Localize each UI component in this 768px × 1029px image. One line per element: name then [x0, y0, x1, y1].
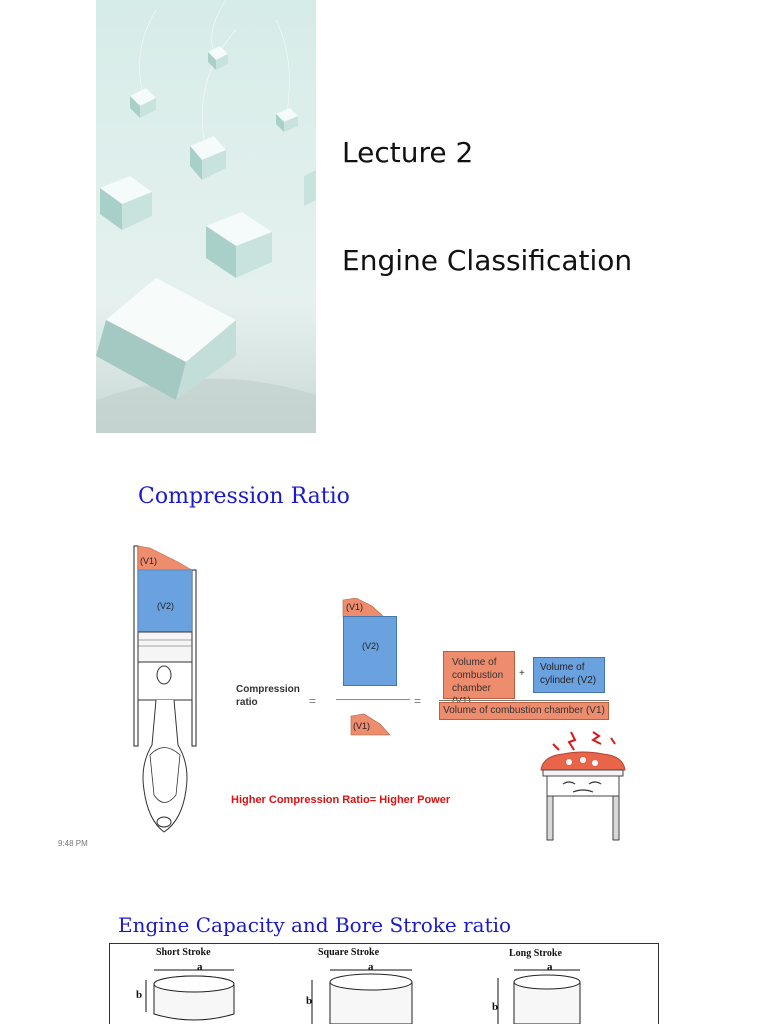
combustion-chamber-volume-box: Volume of combustion chamber (V1): [443, 651, 515, 707]
plus-sign: +: [519, 668, 525, 679]
bore-stroke-diagram-frame: [109, 943, 659, 1024]
engine-capacity-heading: Engine Capacity and Bore Stroke ratio: [118, 913, 512, 937]
timestamp: 9:48 PM: [58, 839, 88, 848]
equals-sign: =: [309, 694, 317, 708]
cylinder-volume-box: Volume of cylinder (V2): [533, 657, 605, 693]
piston-cylinder-diagram: [130, 540, 210, 840]
compression-ratio-label-line1: Compression: [236, 684, 300, 695]
lecture-subtitle: Engine Classification: [342, 244, 633, 277]
piston-v1-label: (V1): [140, 556, 158, 566]
equals-sign-2: =: [414, 694, 422, 708]
compression-ratio-label: Compression ratio: [236, 683, 316, 709]
long-stroke-cylinder: [484, 964, 614, 1025]
numerator-v1-shape: [342, 597, 385, 618]
square-stroke-cylinder: [300, 964, 430, 1025]
fraction-line-2: [439, 700, 609, 701]
numerator-v2-shape: [343, 616, 397, 686]
denominator-v1-label: (V1): [353, 721, 371, 731]
square-stroke-bore-label: a: [368, 961, 374, 973]
long-stroke-label: Long Stroke: [509, 948, 562, 959]
compression-ratio-label-line2: ratio: [236, 697, 258, 708]
numerator-v1-label: (V1): [346, 602, 364, 612]
cylinder-line1: Volume of: [540, 662, 585, 673]
square-stroke-label: Square Stroke: [318, 947, 380, 958]
square-stroke-stroke-label: b: [306, 995, 313, 1007]
numerator-v2-label: (V2): [362, 641, 380, 651]
cylinder-line2: cylinder (V2): [540, 675, 597, 686]
short-stroke-label: Short Stroke: [156, 947, 211, 958]
short-stroke-bore-label: a: [197, 961, 203, 973]
compression-ratio-heading: Compression Ratio: [138, 484, 350, 509]
short-stroke-cylinder: [130, 964, 260, 1024]
combustion-chamber-line2: combustion: [452, 670, 504, 681]
combustion-chamber-line1: Volume of: [452, 657, 497, 668]
piston-v2-label: (V2): [157, 601, 175, 611]
fraction-line: [336, 699, 410, 700]
denominator-volume-box: Volume of combustion chamber (V1): [439, 702, 609, 720]
cube-background-image: [96, 0, 316, 433]
combustion-chamber-line3: chamber (V1): [452, 683, 491, 707]
denominator-v1-shape: [350, 712, 392, 736]
long-stroke-bore-label: a: [547, 961, 553, 973]
cartoon-piston-icon: [533, 730, 633, 845]
lecture-title: Lecture 2: [342, 136, 474, 169]
short-stroke-stroke-label: b: [136, 989, 143, 1001]
higher-power-caption: Higher Compression Ratio= Higher Power: [231, 794, 451, 806]
long-stroke-stroke-label: b: [492, 1001, 499, 1013]
